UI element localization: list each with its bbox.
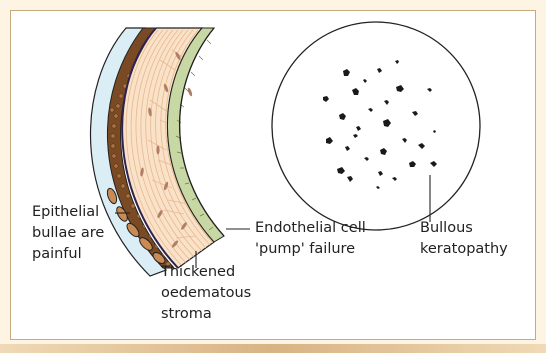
label-thickened-stroma-line2: oedematous (161, 283, 251, 304)
bullous-keratopathy-disc (272, 22, 480, 230)
label-bullous-keratopathy-line1: Bullous (420, 218, 508, 239)
label-endothelial-failure-line1: Endothelial cell (255, 218, 366, 239)
label-thickened-stroma-line3: stroma (161, 304, 251, 325)
label-epithelial-bullae-line1: Epithelial (32, 202, 104, 223)
label-bullous-keratopathy-line2: keratopathy (420, 239, 508, 260)
label-thickened-stroma: Thickened oedematous stroma (161, 262, 251, 325)
label-endothelial-failure: Endothelial cell 'pump' failure (255, 218, 366, 260)
cornea-cross-section (91, 28, 224, 276)
label-bullous-keratopathy: Bullous keratopathy (420, 218, 508, 260)
label-epithelial-bullae-line2: bullae are (32, 223, 104, 244)
label-epithelial-bullae-line3: painful (32, 244, 104, 265)
label-endothelial-failure-line2: 'pump' failure (255, 239, 366, 260)
label-epithelial-bullae: Epithelial bullae are painful (32, 202, 104, 265)
label-thickened-stroma-line1: Thickened (161, 262, 251, 283)
